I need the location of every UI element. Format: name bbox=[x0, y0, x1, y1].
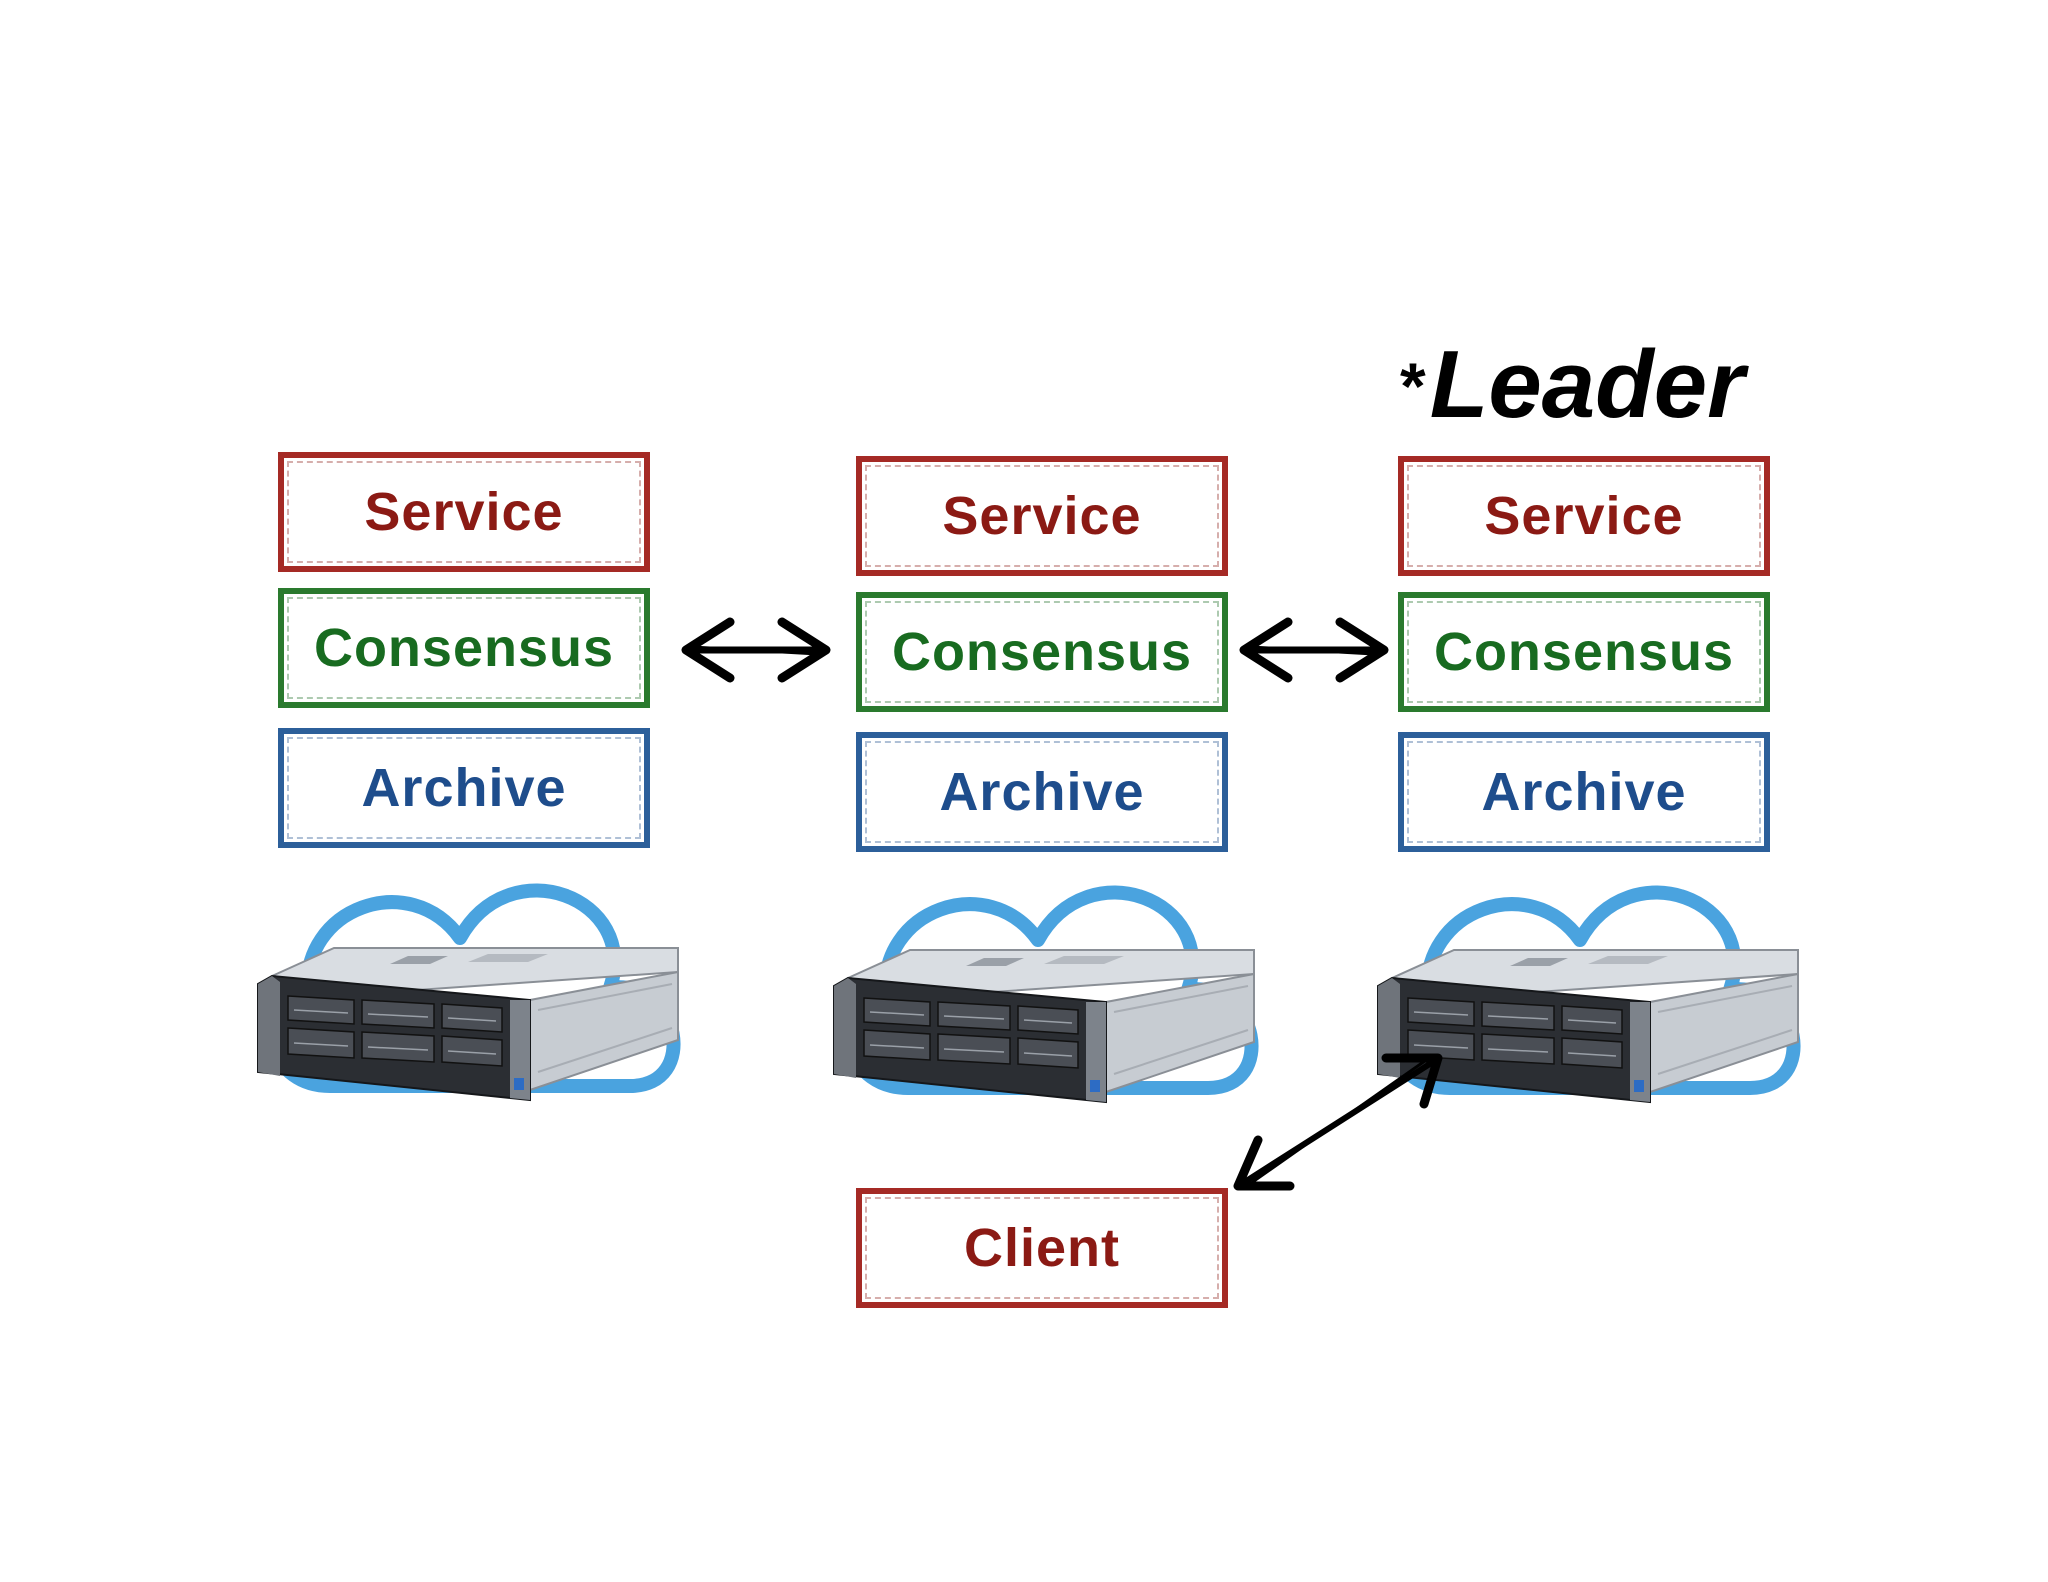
leader-label: *Leader bbox=[1400, 330, 1745, 440]
node-1-service-box: Service bbox=[278, 452, 650, 572]
node-1-archive-box: Archive bbox=[278, 728, 650, 848]
node-3-service-box: Service bbox=[1398, 456, 1770, 576]
node-2-consensus-box: Consensus bbox=[856, 592, 1228, 712]
leader-asterisk: * bbox=[1400, 349, 1426, 423]
bidirectional-arrow-icon bbox=[1239, 617, 1389, 683]
client-box: Client bbox=[856, 1188, 1228, 1308]
bidirectional-arrow-icon bbox=[1233, 1053, 1443, 1191]
node-1-consensus-box: Consensus bbox=[278, 588, 650, 708]
node-3-consensus-box: Consensus bbox=[1398, 592, 1770, 712]
node-3-archive-box: Archive bbox=[1398, 732, 1770, 852]
node-2-service-box: Service bbox=[856, 456, 1228, 576]
node-2-archive-box: Archive bbox=[856, 732, 1228, 852]
leader-text: Leader bbox=[1429, 331, 1745, 438]
bidirectional-arrow-icon bbox=[681, 617, 831, 683]
